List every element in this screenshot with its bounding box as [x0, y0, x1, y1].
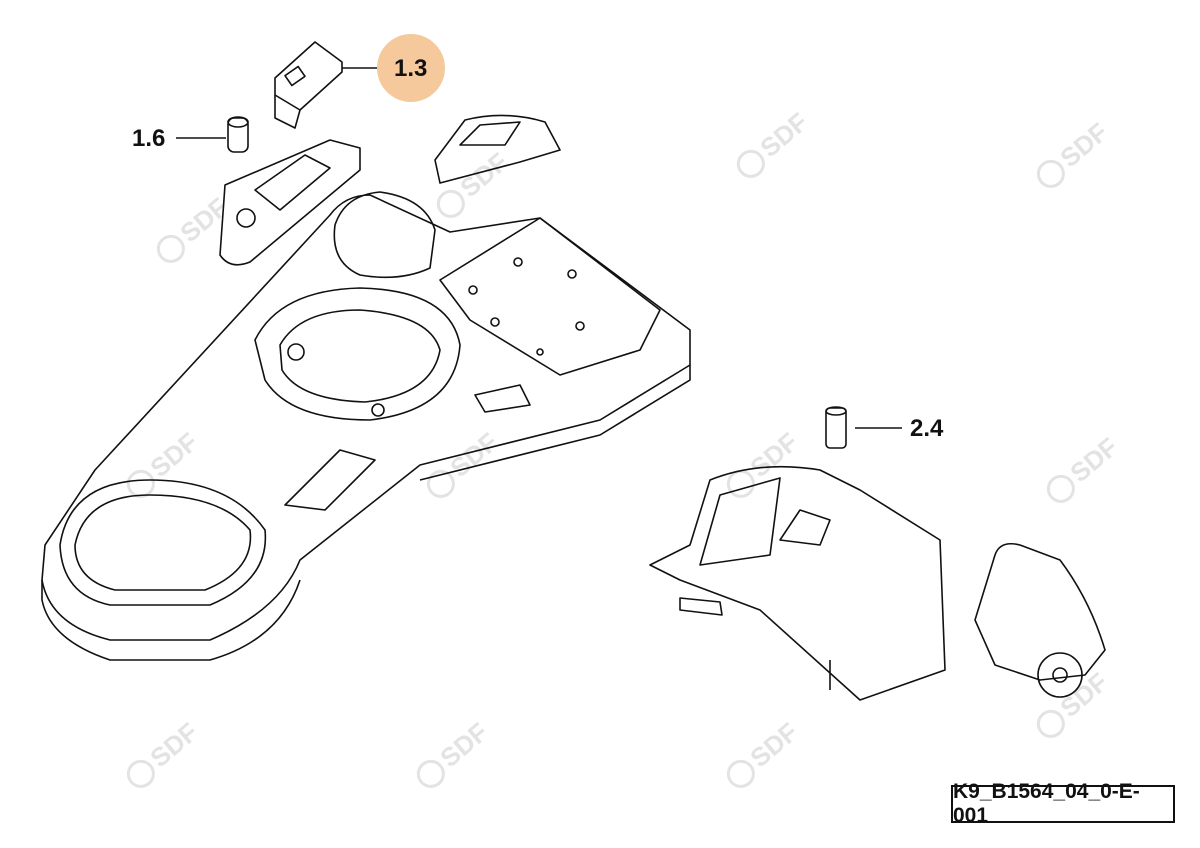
drawing-reference-code: K9_B1564_04_0-E-001 [951, 780, 1175, 827]
callout-1-6[interactable]: 1.6 [132, 125, 166, 152]
shift-housing-part[interactable] [649, 465, 946, 701]
callout-highlight [377, 34, 445, 102]
console-body-part[interactable] [41, 191, 691, 661]
trim-cover-part[interactable] [434, 114, 561, 184]
rocker-switch-part[interactable] [274, 41, 390, 129]
switch-bezel-part[interactable] [219, 139, 361, 266]
pin-part[interactable] [825, 406, 902, 449]
callout-2-4[interactable]: 2.4 [910, 415, 944, 442]
callout-1-3[interactable]: 1.3 [394, 55, 428, 82]
control-lever-part[interactable] [974, 542, 1106, 698]
plug-part[interactable] [176, 116, 249, 153]
